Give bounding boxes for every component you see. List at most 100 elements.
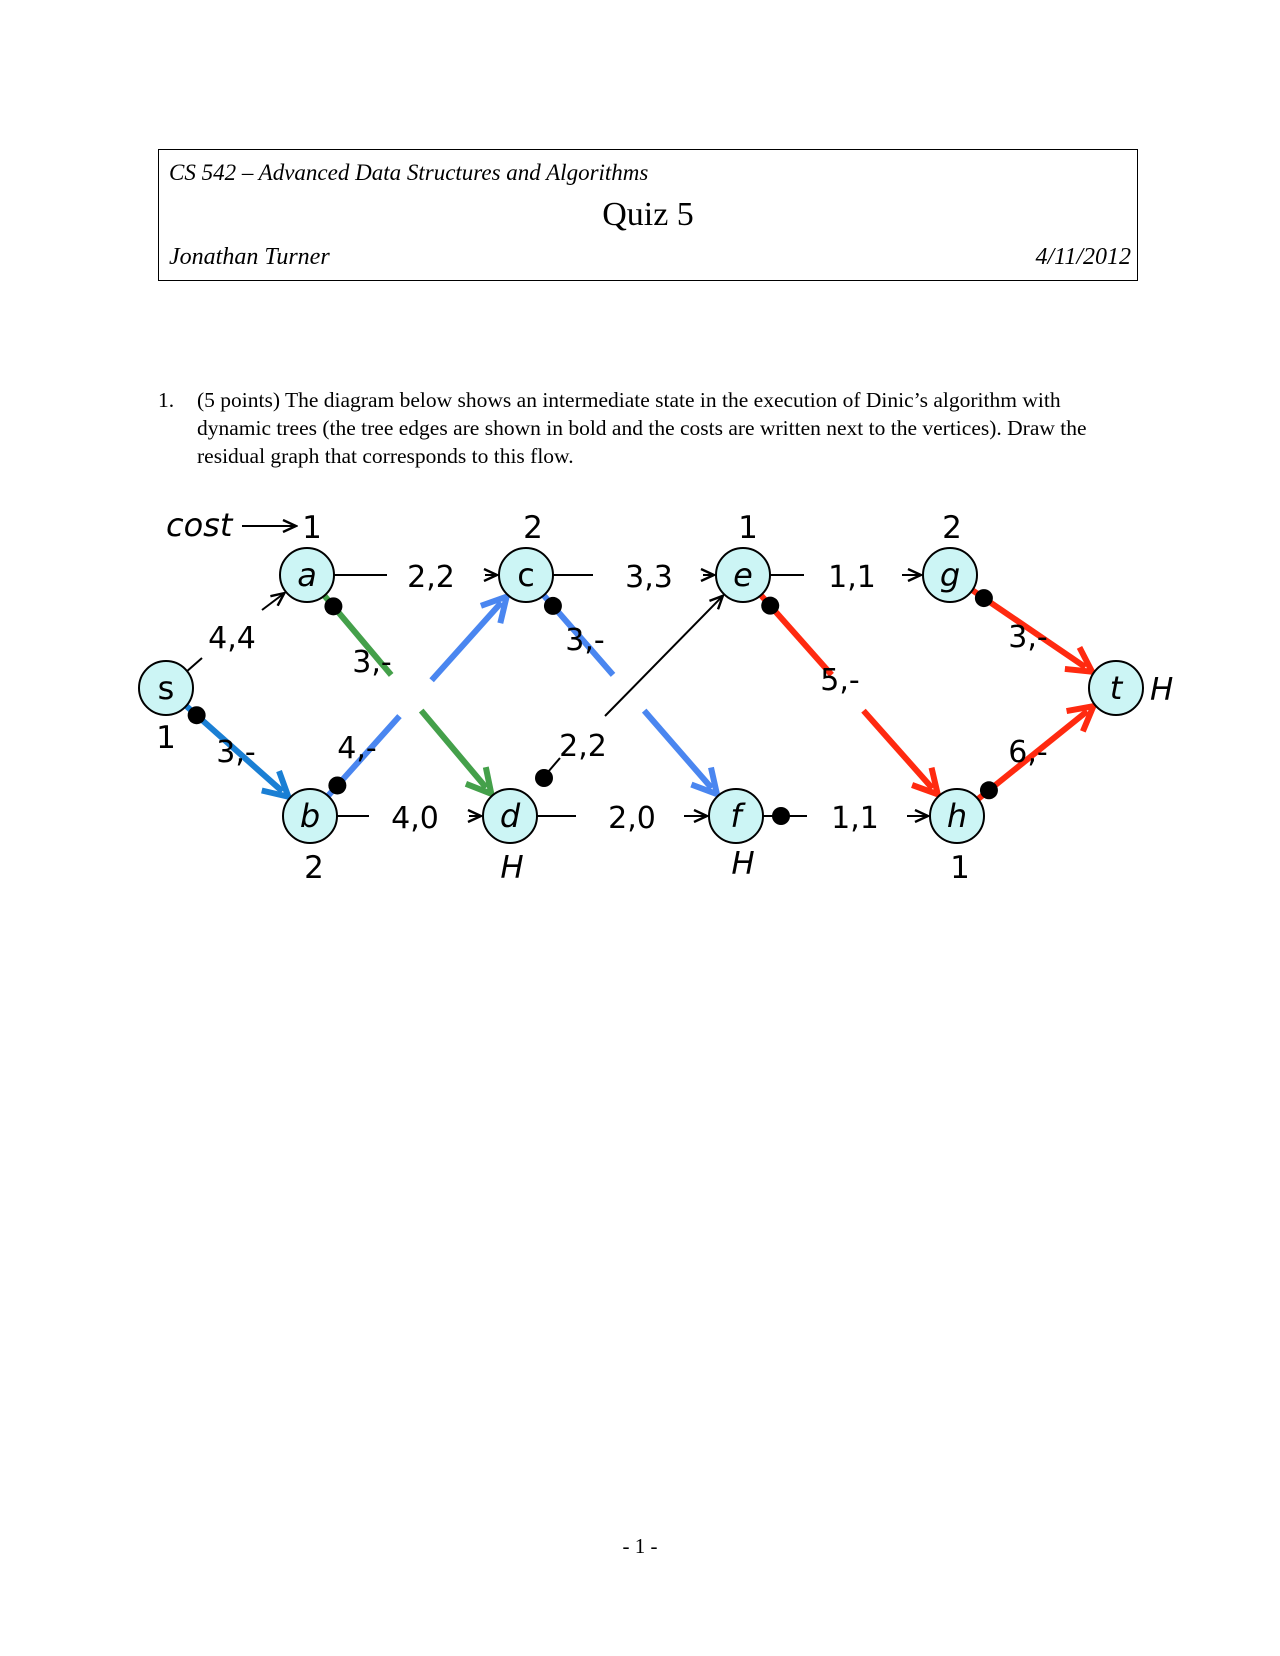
node-circle: [715, 547, 771, 603]
edge-label: 3,-: [352, 645, 391, 680]
edge-label: 4,0: [391, 801, 439, 836]
node-circle: [482, 788, 538, 844]
edge-line: [547, 757, 561, 773]
header-box: CS 542 – Advanced Data Structures and Al…: [158, 149, 1138, 281]
tree-edge-dot: [761, 596, 780, 615]
edge-line: [861, 708, 935, 791]
node-circle: [929, 788, 985, 844]
edge-c-f: [541, 593, 722, 799]
node-circle: [708, 788, 764, 844]
edge-label: 3,-: [216, 735, 255, 770]
node-b: b2: [282, 788, 338, 886]
page-number: - 1 -: [622, 1534, 658, 1558]
edge-label: 2,0: [608, 801, 656, 836]
node-label: d: [500, 797, 521, 835]
tree-edge-dot: [187, 706, 206, 725]
edge-d-e: [535, 596, 723, 787]
edge-label: 1,1: [831, 801, 879, 836]
node-annotation: 1: [302, 510, 322, 546]
tree-edge-dot: [974, 589, 993, 608]
node-d: dH: [482, 788, 538, 886]
arrow-head: [911, 767, 942, 800]
node-g: g2: [922, 510, 978, 603]
tree-edge-dot: [328, 776, 347, 795]
edge-b-c: [325, 591, 511, 798]
node-label: g: [940, 556, 960, 594]
edge-label: 4,4: [208, 621, 256, 656]
edge-line: [641, 708, 714, 791]
arrow-head: [479, 591, 511, 624]
author-name: Jonathan Turner: [169, 244, 330, 270]
node-label: c: [517, 556, 535, 594]
node-label: b: [300, 797, 320, 835]
node-circle: [138, 660, 194, 716]
edge-e-h: [758, 593, 942, 800]
edge-dot: [772, 807, 790, 825]
arrow-head: [1066, 702, 1099, 733]
tree-edge-dot: [979, 781, 998, 800]
node-annotation: 2: [942, 510, 962, 546]
node-annotation: 1: [738, 510, 758, 546]
node-h: h1: [929, 788, 985, 886]
edge-label: 1,1: [828, 560, 876, 595]
node-annotation: H: [731, 846, 754, 882]
edge-line: [186, 657, 203, 672]
edge-a-d: [322, 593, 496, 799]
edge-line: [418, 708, 489, 790]
node-label: a: [297, 556, 317, 594]
edge-label: 3,-: [565, 623, 604, 658]
node-c: c2: [498, 510, 554, 603]
edge-f-h: [763, 807, 928, 825]
edge-line: [976, 708, 1090, 802]
edge-label: 2,2: [559, 729, 607, 764]
edge-line: [261, 593, 284, 611]
arrow-head: [261, 770, 294, 801]
question-text: (5 points) The diagram below shows an in…: [197, 388, 1087, 468]
node-annotation: 2: [523, 510, 543, 546]
cost-label: cost: [166, 506, 234, 544]
edge-dot: [535, 769, 553, 787]
node-annotation: H: [500, 850, 523, 886]
edge-label: 2,2: [407, 560, 455, 595]
node-s: s1: [138, 660, 194, 756]
node-annotation: 1: [156, 720, 176, 756]
tree-edge-dot: [543, 596, 562, 615]
node-annotation: H: [1150, 672, 1173, 708]
node-label: s: [158, 669, 175, 707]
tree-edge-dot: [324, 597, 343, 616]
edge-label: 6,-: [1008, 735, 1047, 770]
node-a: a1: [279, 510, 335, 603]
edge-label: 4,-: [337, 731, 376, 766]
quiz-title: Quiz 5: [602, 196, 694, 233]
node-annotation: 1: [950, 850, 970, 886]
edge-s-a: [186, 593, 284, 672]
quiz-date: 4/11/2012: [1035, 244, 1131, 270]
node-circle: [282, 788, 338, 844]
node-circle: [1088, 660, 1144, 716]
node-circle: [498, 547, 554, 603]
node-circle: [922, 547, 978, 603]
edge-label: 5,-: [820, 663, 859, 698]
node-e: e1: [715, 510, 771, 603]
node-label: t: [1110, 669, 1124, 707]
node-label: h: [947, 797, 967, 835]
edge-label: 3,3: [625, 560, 673, 595]
arrow-head: [690, 766, 722, 799]
edge-h-t: [976, 702, 1099, 802]
cost-legend: cost: [166, 506, 296, 544]
node-annotation: 2: [304, 850, 324, 886]
arrow-head: [1064, 646, 1098, 676]
node-circle: [279, 547, 335, 603]
node-f: fH: [708, 788, 764, 882]
course-title: CS 542 – Advanced Data Structures and Al…: [169, 160, 649, 185]
edge-line: [429, 600, 504, 683]
edge-g-t: [970, 587, 1098, 676]
edge-line: [604, 596, 723, 717]
question-number: 1.: [158, 388, 175, 412]
arrow-head: [464, 766, 496, 799]
node-label: e: [733, 556, 753, 594]
edge-label: 3,-: [1008, 620, 1047, 655]
edge-s-b: [184, 703, 294, 801]
